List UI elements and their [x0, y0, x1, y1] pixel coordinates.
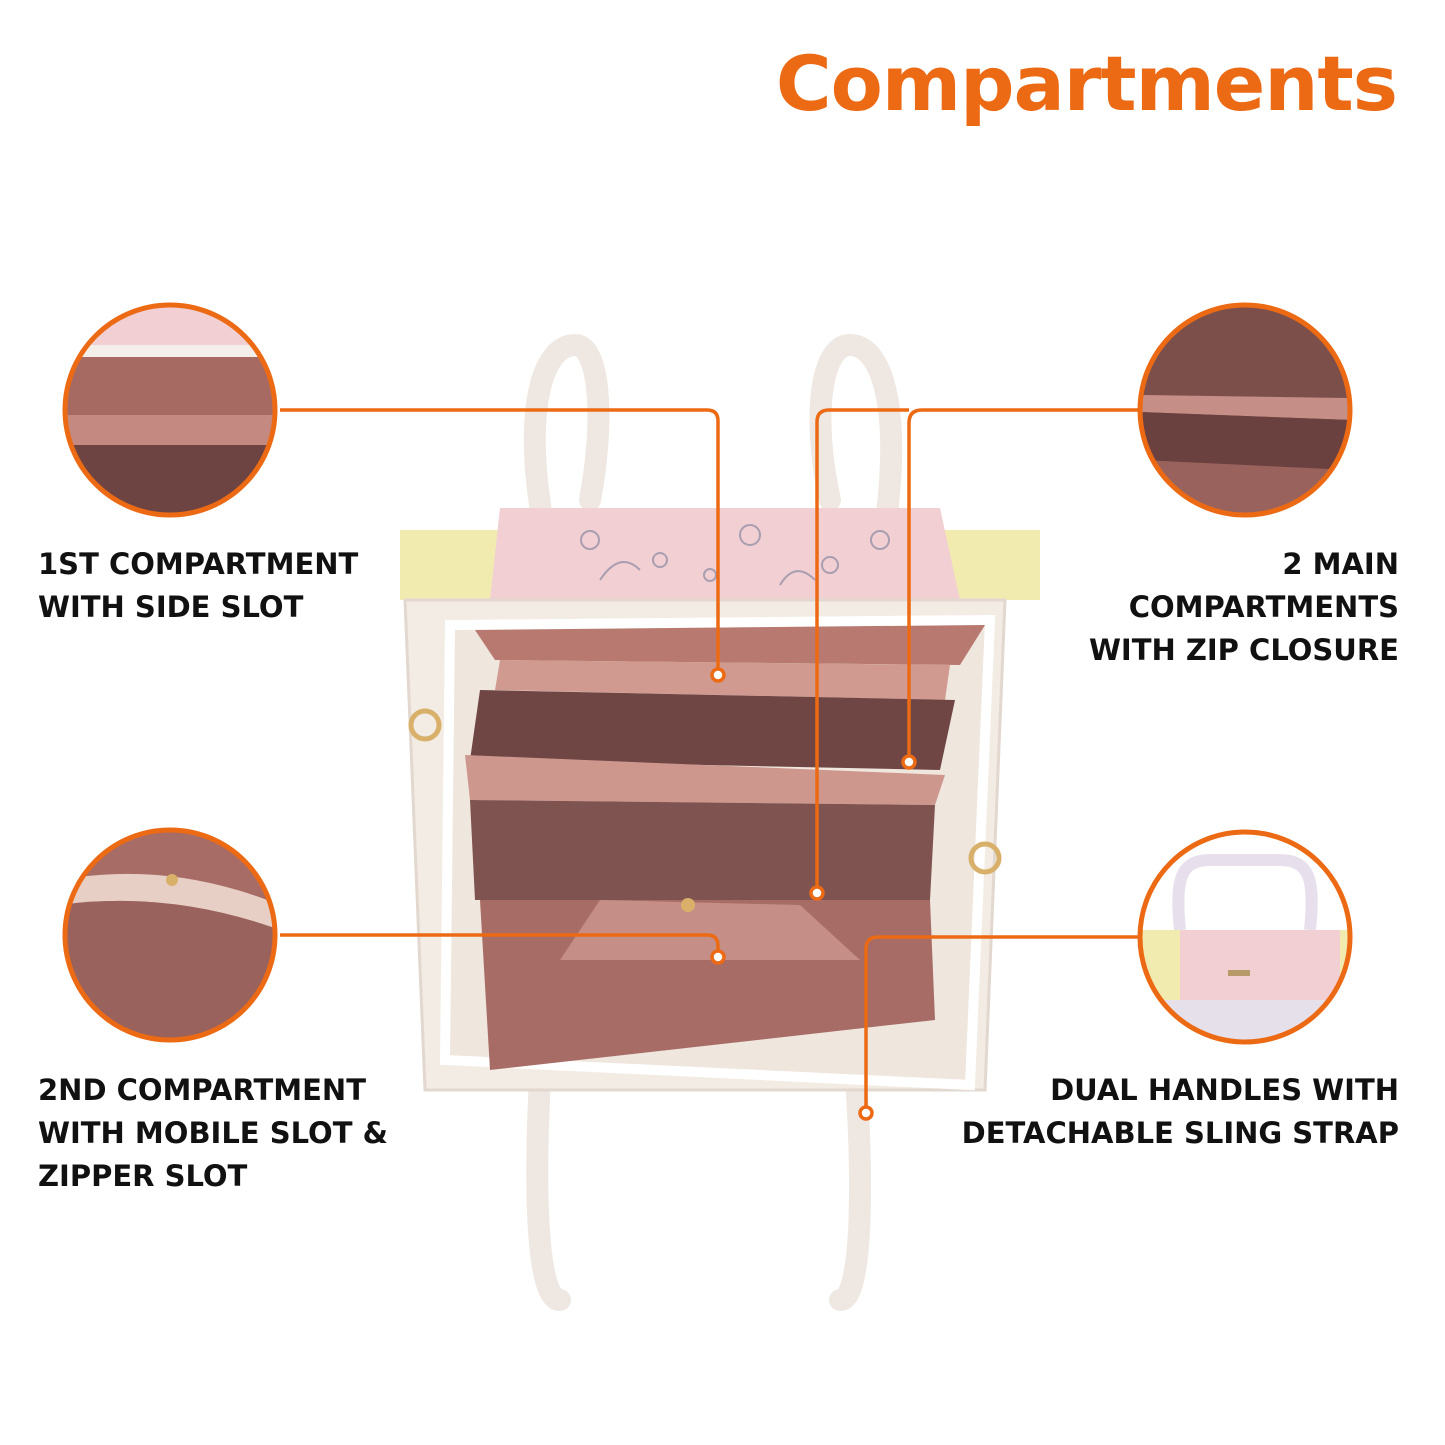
floral-panel [490, 508, 960, 600]
callout-caption-c1: 1ST COMPARTMENT WITH SIDE SLOT [38, 543, 358, 629]
handle-left [523, 333, 610, 559]
leader-dot-c4 [858, 1105, 874, 1121]
caption-line: DUAL HANDLES WITH [1050, 1073, 1399, 1107]
closeup-handles [1142, 834, 1348, 1040]
callout-caption-c2: 2 MAIN COMPARTMENTS WITH ZIP CLOSURE [1089, 543, 1399, 672]
leader-dot-c3 [710, 949, 726, 965]
caption-line: 2ND COMPARTMENT [38, 1073, 366, 1107]
leader-lines [280, 408, 1138, 1113]
page-title: Compartments [775, 39, 1398, 128]
caption-line: ZIPPER SLOT [38, 1159, 248, 1193]
closeup-main-compartments [1142, 307, 1348, 513]
floral-print [580, 524, 890, 586]
leader-line-c2a [907, 408, 1138, 762]
leader-line-c2b [815, 408, 909, 893]
leader-line-c4 [864, 935, 1138, 1113]
caption-line: 2 MAIN [1282, 547, 1399, 581]
handbag-illustration [400, 333, 1040, 1311]
zipper-pull-icon [681, 898, 695, 912]
ring-right-icon [968, 841, 1002, 875]
mobile-slot-pocket [560, 900, 860, 960]
handle-right [809, 333, 903, 571]
callout-caption-c4: DUAL HANDLES WITH DETACHABLE SLING STRAP [962, 1069, 1399, 1155]
closeup-ring-c4 [1137, 829, 1353, 1045]
leader-dot-c2b [809, 885, 825, 901]
caption-line: COMPARTMENTS [1128, 590, 1399, 624]
callout-caption-c3: 2ND COMPARTMENT WITH MOBILE SLOT & ZIPPE… [38, 1069, 388, 1198]
divider-panel [465, 755, 945, 805]
closeup-ring-c3 [62, 827, 278, 1043]
caption-line: WITH SIDE SLOT [38, 590, 304, 624]
closeup-ring-c2 [1137, 302, 1353, 518]
leader-line-c3 [280, 933, 720, 957]
lining-shadow-2 [470, 800, 935, 900]
caption-line: WITH ZIP CLOSURE [1088, 633, 1399, 667]
leader-dot-c1 [710, 667, 726, 683]
leader-dot-c2a [901, 754, 917, 770]
lining-top [475, 625, 985, 665]
caption-line: 1ST COMPARTMENT [38, 547, 359, 581]
lining-shadow-1 [470, 690, 955, 770]
leader-line-c1 [280, 408, 720, 675]
closeup-slot-detail [67, 307, 273, 513]
caption-line: WITH MOBILE SLOT & [38, 1116, 388, 1150]
leader-dots [710, 667, 917, 1121]
closeup-ring-c1 [62, 302, 278, 518]
ring-left-icon [408, 708, 442, 742]
closeup-zipper-slot [67, 832, 273, 1038]
caption-line: DETACHABLE SLING STRAP [961, 1116, 1399, 1150]
